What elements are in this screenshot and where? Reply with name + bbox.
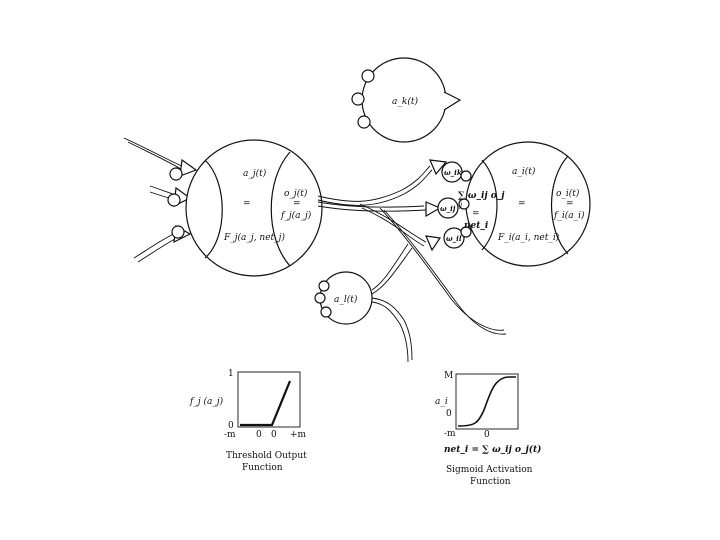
neuron-i-output-top: o_i(t) — [556, 188, 580, 199]
synapses: ω_ik ω_ij ω_il — [425, 159, 465, 252]
synapse-ij-weight: ω_ij — [440, 204, 456, 213]
incoming-fibers-j — [123, 137, 198, 263]
neuron-j-function: F_j(a_j, net_j) — [223, 232, 285, 243]
neuron-j-output-top: o_j(t) — [284, 188, 308, 199]
neuron-k: a_k(t) — [351, 57, 462, 143]
neuron-k-bulb — [351, 92, 365, 106]
synapse-ij-bulb — [437, 197, 459, 219]
sigmoid-plot-frame — [455, 373, 519, 430]
neuron-i-left-arc — [481, 159, 498, 251]
neuron-i-right-arc — [551, 155, 569, 255]
neuron-i-output-bottom: f_i(a_i) — [553, 210, 585, 221]
neuron-l: a_l(t) — [314, 243, 413, 363]
sigmoid-ytick-bottom: -m — [444, 429, 456, 439]
neuron-j-dendrite-bulb — [169, 167, 183, 181]
sigmoid-xlabel: net_i = ∑ ω_ij o_j(t) — [444, 444, 541, 455]
threshold-plot-frame — [237, 371, 301, 428]
neuron-i-output-eq: = — [566, 199, 574, 209]
sigmoid-ylabel: a_i — [435, 397, 448, 407]
axon-fibers — [317, 165, 507, 335]
neuron-j-dendrite-bulb — [167, 193, 181, 207]
threshold-xtick: +m — [290, 430, 307, 440]
neuron-i-sum-sub: j — [458, 201, 463, 209]
sigmoid-ytick-top: M — [444, 371, 453, 381]
sigmoid-xtick-zero: 0 — [484, 430, 490, 440]
threshold-xtick: 0 — [271, 430, 277, 440]
neuron-i-dendrite-bulb — [458, 198, 470, 210]
threshold-plot: 1 0 f_j (a_j) -m 0 0 +m Threshold Output… — [189, 369, 307, 473]
neuron-k-axon-hillock — [443, 91, 462, 111]
neuron-i-sum-bottom: net_i — [464, 221, 489, 231]
neuron-j-left-arc — [204, 159, 223, 259]
neuron-i-state: a_i(t) — [512, 166, 536, 177]
threshold-ylabel: f_j (a_j) — [189, 396, 224, 407]
synapse-ik-weight: ω_ik — [444, 168, 462, 177]
neuron-j-equals: = — [243, 199, 251, 209]
neuron-j-body — [185, 139, 323, 277]
sigmoid-plot: M a_i 0 -m 0 net_i = ∑ ω_ij o_j(t) Sigmo… — [435, 371, 541, 487]
sigmoid-caption-line2: Function — [470, 477, 511, 487]
neuron-i-function: F_i(a_i, net_i) — [497, 232, 560, 243]
neuron-i-dendrite-bulb — [460, 170, 472, 182]
synapse-il-weight: ω_il — [446, 234, 462, 243]
sigmoid-ytick-zero: 0 — [446, 409, 452, 419]
neuron-k-bulb — [361, 69, 375, 83]
neuron-k-label: a_k(t) — [392, 96, 418, 107]
neuron-i-dendrite-bulb — [460, 226, 472, 238]
neuron-l-label: a_l(t) — [334, 294, 358, 305]
neuron-j-output-eq: = — [293, 199, 301, 209]
neuron-l-bulb — [318, 280, 330, 292]
threshold-caption-line1: Threshold Output — [226, 451, 307, 461]
neuron-k-bulb — [357, 115, 371, 129]
neuron-l-bulb — [320, 306, 332, 318]
neuron-j-right-arc — [270, 151, 291, 267]
threshold-xtick: -m — [224, 430, 236, 440]
synapse-il-bulb — [443, 227, 465, 249]
neuron-j-state: a_j(t) — [243, 168, 267, 179]
neuron-j-dendrite-bulb — [171, 225, 185, 239]
synapse-ik-bulb — [441, 161, 463, 183]
neuron-i-sum-top: ∑ ω_ij o_j — [458, 191, 505, 201]
neuron-l-bulb — [314, 292, 326, 304]
neuron-i: ∑ ω_ij o_j j = net_i a_i(t) = F_i(a_i, n… — [458, 141, 591, 267]
threshold-caption-line2: Function — [242, 463, 283, 473]
sigmoid-curve — [457, 376, 516, 427]
neuron-j-output-bottom: f_j(a_j) — [280, 210, 312, 221]
neuron-j: a_j(t) = F_j(a_j, net_j) o_j(t) = f_j(a_… — [167, 139, 323, 277]
sigmoid-caption-line1: Sigmoid Activation — [446, 465, 533, 475]
threshold-ytick-bottom: 0 — [228, 421, 234, 431]
threshold-xtick: 0 — [256, 430, 262, 440]
neuron-i-sum-eq: = — [472, 209, 480, 219]
threshold-curve — [240, 380, 292, 427]
threshold-ytick-top: 1 — [228, 369, 234, 379]
neuron-i-equals: = — [518, 199, 526, 209]
